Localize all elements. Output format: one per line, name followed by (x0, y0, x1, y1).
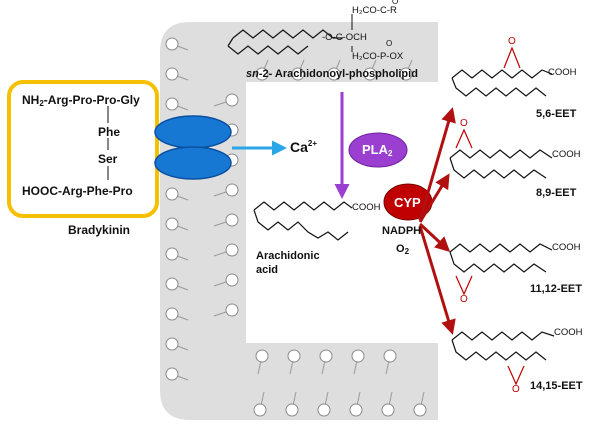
cyp-arrow-1415 (418, 225, 456, 335)
cyp-label: CYP (394, 195, 421, 210)
lipid-head (165, 67, 179, 81)
eet-1112-epoxide-o: O (460, 294, 468, 305)
lipid-head (225, 303, 239, 317)
nadph-label: NADPH (382, 225, 422, 237)
eet-1415-epoxide-o: O (512, 384, 520, 395)
cell-membrane (160, 22, 438, 420)
lipid-head (327, 67, 341, 81)
arachidonic-cooh: COOH (352, 202, 381, 213)
pla2-label: PLA2 (362, 142, 393, 158)
phospholipid-chain-lower (227, 45, 309, 55)
lipid-head (225, 183, 239, 197)
phospholipid-label: sn-2- Arachidonoyl-phospholipid (246, 68, 418, 80)
eet-56-cooh: COOH (548, 67, 577, 78)
lipid-head (225, 93, 239, 107)
arachidonic-acid-chain (253, 201, 353, 211)
lipid-head (165, 367, 179, 381)
eet-56-label: 5,6-EET (536, 108, 577, 120)
eet-89-cooh: COOH (552, 149, 581, 160)
lipid-head (255, 349, 269, 363)
lipid-head (225, 273, 239, 287)
lipid-head (363, 67, 377, 81)
arachidonic-label-line2: acid (256, 264, 279, 276)
lipid-head (225, 243, 239, 257)
bradykinin-label: Bradykinin (68, 223, 131, 237)
eet-1112-structure (449, 243, 553, 296)
phospholipid-carbonyl-o: O (392, 0, 399, 6)
lipid-head (165, 217, 179, 231)
arachidonic-acid-tail (253, 209, 349, 241)
lipid-head (225, 213, 239, 227)
lipid-head (253, 403, 267, 417)
bradykinin-residue-phe: Phe (98, 125, 121, 139)
bradykinin-residue-ser: Ser (98, 152, 118, 166)
lipid-head (165, 247, 179, 261)
receptor-upper (154, 115, 232, 149)
eet-1415-label: 14,15-EET (530, 380, 583, 392)
eet-56-epoxide-o: O (508, 36, 516, 47)
arachidonic-label-line1: Arachidonic (256, 250, 320, 262)
lipid-head (383, 349, 397, 363)
lipid-head (291, 67, 305, 81)
eet-1112-cooh: COOH (552, 242, 581, 253)
lipid-head (165, 37, 179, 51)
bradykinin-box (7, 80, 159, 218)
eet-1415-structure (451, 331, 555, 386)
lipid-head (165, 97, 179, 111)
receptor-lower (154, 146, 232, 180)
eet-89-label: 8,9-EET (536, 187, 577, 199)
bradykinin-sequence-c-term: HOOC-Arg-Phe-Pro (22, 184, 133, 198)
lipid-head (317, 403, 331, 417)
cyp-arrow-89 (418, 173, 450, 223)
lipid-head (165, 187, 179, 201)
lipid-head (285, 403, 299, 417)
lipid-head (351, 349, 365, 363)
calcium-label: Ca2+ (290, 139, 318, 155)
eet-89-structure (449, 128, 553, 179)
pla2-enzyme (348, 132, 408, 168)
lipid-head (381, 403, 395, 417)
lipid-bilayer (165, 37, 427, 417)
lipid-head (165, 307, 179, 321)
lipid-head (399, 67, 413, 81)
lipid-head (413, 403, 427, 417)
lipid-head (287, 349, 301, 363)
eet-1415-cooh: COOH (554, 327, 583, 338)
eet-1112-label: 11,12-EET (530, 283, 582, 295)
phospholipid-phos-o: O (386, 39, 393, 48)
eet-56-structure (451, 46, 553, 97)
lipid-head (165, 277, 179, 291)
bradykinin-sequence-n-term: NH2-Arg-Pro-Pro-Gly (22, 93, 140, 108)
lipid-head (165, 337, 179, 351)
phospholipid-head-line1: H₂CO-C-R (352, 5, 397, 16)
cyp-arrow-56 (418, 107, 456, 221)
cyp-arrow-1112 (418, 222, 451, 253)
lipid-head (319, 349, 333, 363)
eet-89-epoxide-o: O (460, 118, 468, 129)
phospholipid-head-line3: H₂CO-P-OX (352, 51, 404, 62)
lipid-head (349, 403, 363, 417)
phospholipid-chain (232, 29, 334, 39)
lipid-head (255, 67, 269, 81)
oxygen-label: O2 (396, 243, 410, 256)
phospholipid-head-line2: -O-C-OCH (322, 32, 367, 43)
